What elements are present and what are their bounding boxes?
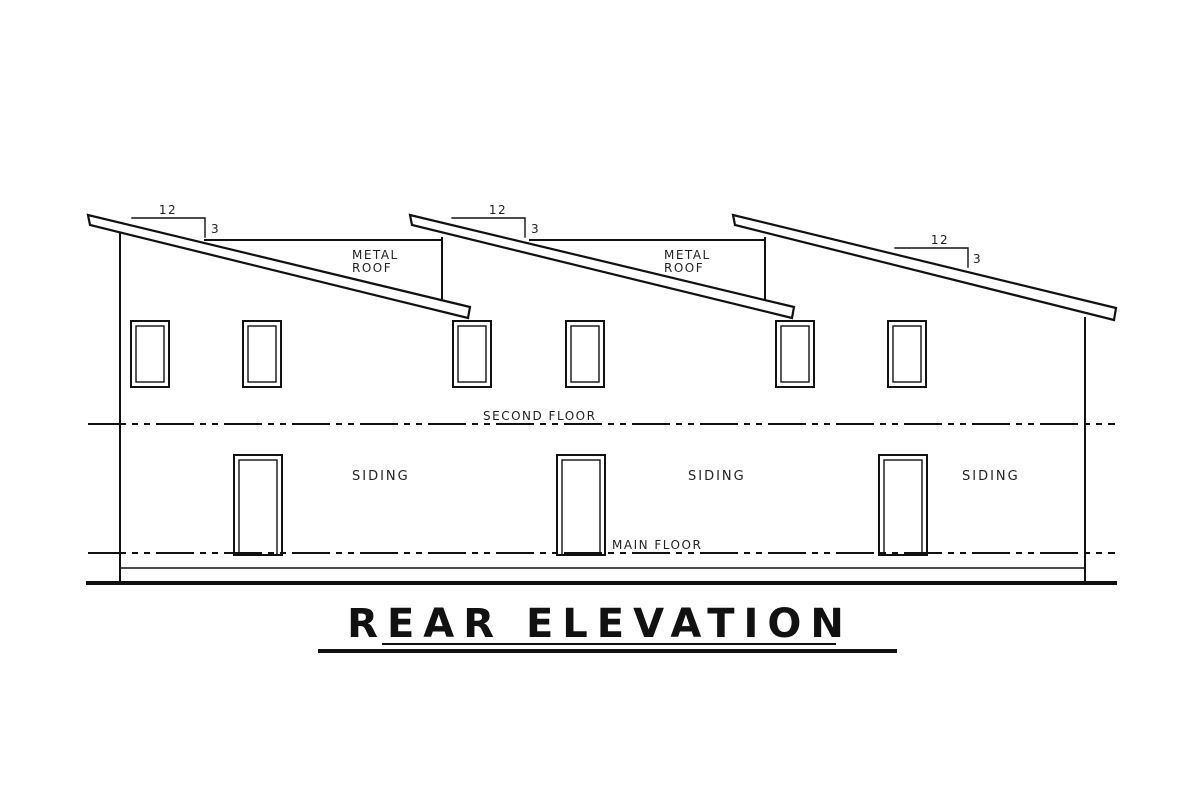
svg-text:ROOF: ROOF bbox=[352, 261, 392, 275]
rear-door-1 bbox=[233, 454, 283, 556]
svg-text:12: 12 bbox=[489, 203, 507, 217]
svg-text:3: 3 bbox=[973, 252, 982, 266]
svg-text:12: 12 bbox=[159, 203, 177, 217]
siding-label-1: SIDING bbox=[352, 469, 410, 484]
upper-window-2 bbox=[242, 320, 282, 388]
pitch-indicator-2: 12 3 bbox=[451, 203, 540, 238]
siding-label-3: SIDING bbox=[962, 469, 1020, 484]
svg-text:METAL: METAL bbox=[664, 248, 711, 262]
roof-segment-2 bbox=[408, 213, 796, 320]
upper-window-4 bbox=[565, 320, 605, 388]
upper-window-6 bbox=[887, 320, 927, 388]
rear-door-2 bbox=[556, 454, 606, 556]
second-floor-label: SECOND FLOOR bbox=[483, 409, 596, 423]
roof-segment-3 bbox=[731, 213, 1118, 322]
svg-text:12: 12 bbox=[931, 233, 949, 247]
metal-roof-note-2: METAL ROOF bbox=[664, 248, 711, 275]
metal-roof-note-1: METAL ROOF bbox=[352, 248, 399, 275]
upper-window-3 bbox=[452, 320, 492, 388]
svg-text:METAL: METAL bbox=[352, 248, 399, 262]
upper-window-1 bbox=[130, 320, 170, 388]
upper-window-5 bbox=[775, 320, 815, 388]
svg-text:3: 3 bbox=[211, 222, 220, 236]
roof-segment-1 bbox=[86, 213, 472, 320]
pitch-indicator-1: 12 3 bbox=[131, 203, 220, 238]
siding-label-2: SIDING bbox=[688, 469, 746, 484]
svg-text:ROOF: ROOF bbox=[664, 261, 704, 275]
rear-door-3 bbox=[878, 454, 928, 556]
pitch-indicator-3: 12 3 bbox=[894, 233, 982, 268]
drawing-title: REAR ELEVATION bbox=[347, 601, 853, 647]
svg-text:3: 3 bbox=[531, 222, 540, 236]
main-floor-label: MAIN FLOOR bbox=[612, 538, 702, 552]
